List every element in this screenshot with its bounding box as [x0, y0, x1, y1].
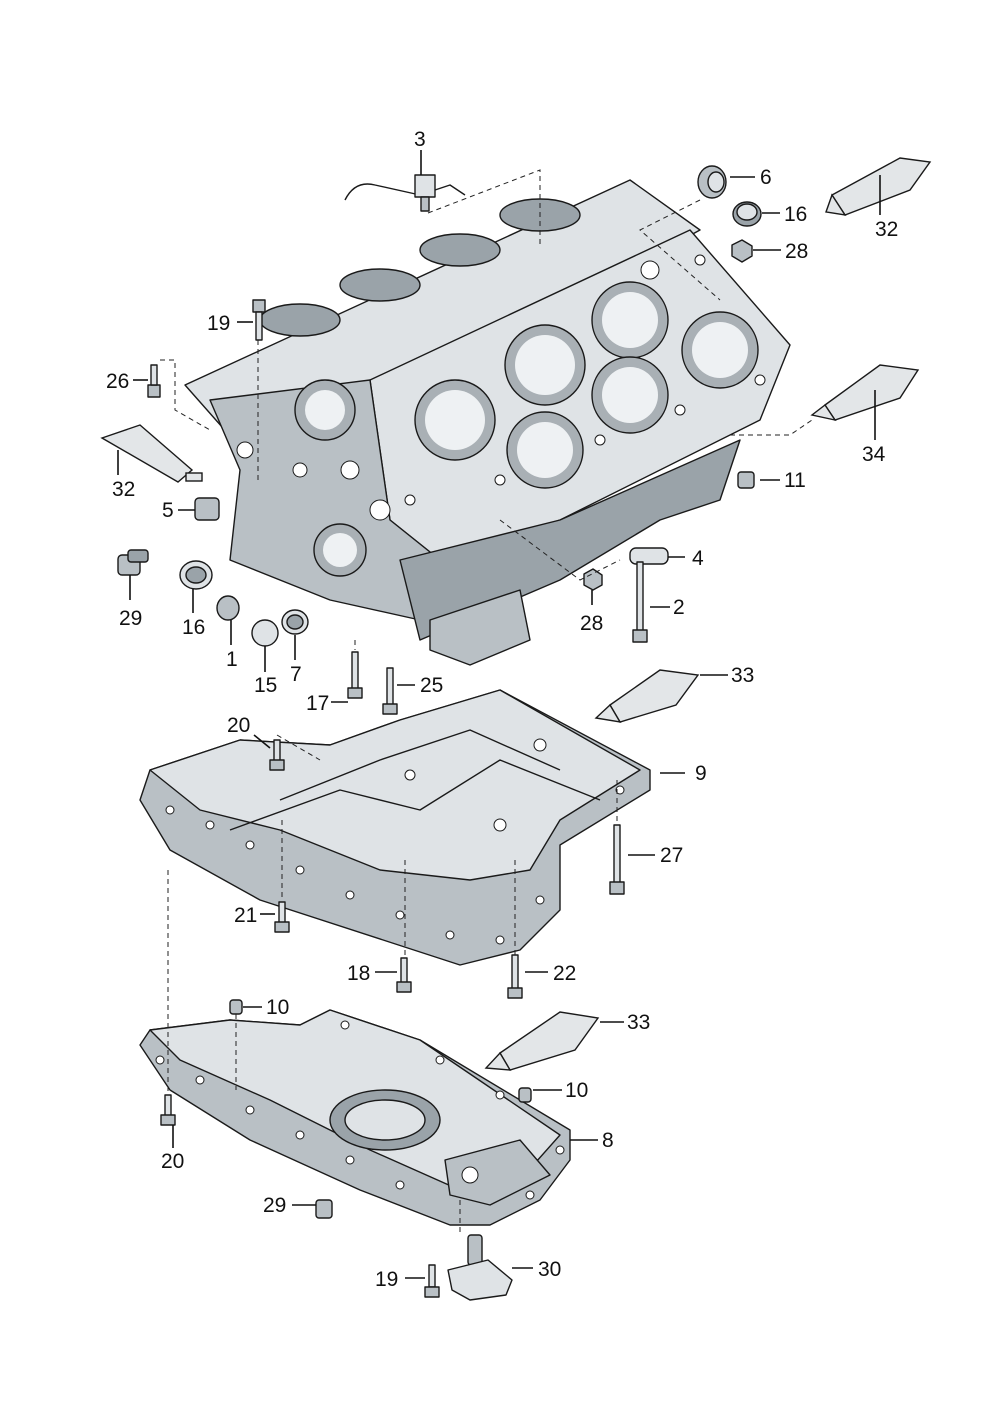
callout-22: 22	[553, 962, 576, 985]
callout-28: 28	[580, 612, 603, 635]
callout-21: 21	[234, 904, 257, 927]
callout-19: 19	[375, 1268, 398, 1291]
callout-2: 2	[673, 596, 685, 619]
callout-32: 32	[875, 218, 898, 241]
callout-32: 32	[112, 478, 135, 501]
callout-16: 16	[182, 616, 205, 639]
callout-25: 25	[420, 674, 443, 697]
callout-17: 17	[306, 692, 329, 715]
engine-block	[184, 179, 791, 666]
callout-33: 33	[731, 664, 754, 687]
lower-oil-pan	[139, 1009, 571, 1226]
callout-1: 1	[226, 648, 238, 671]
callout-29: 29	[119, 607, 142, 630]
sealant-tubes	[100, 157, 932, 1071]
callout-10: 10	[266, 996, 289, 1019]
callout-9: 9	[695, 762, 707, 785]
leader-lines	[117, 150, 881, 1279]
callout-3: 3	[414, 128, 426, 151]
callout-18: 18	[347, 962, 370, 985]
callout-6: 6	[760, 166, 772, 189]
callout-16: 16	[784, 203, 807, 226]
callout-26: 26	[106, 370, 129, 393]
callout-19: 19	[207, 312, 230, 335]
callout-4: 4	[692, 547, 704, 570]
callout-34: 34	[862, 443, 886, 466]
callout-20: 20	[227, 714, 250, 737]
callout-15: 15	[254, 674, 277, 697]
callout-30: 30	[538, 1258, 561, 1281]
callout-28: 28	[785, 240, 808, 263]
upper-oil-pan	[139, 689, 651, 966]
callout-11: 11	[784, 469, 806, 492]
callout-5: 5	[162, 499, 174, 522]
assembly-lines	[160, 169, 813, 1235]
callout-10: 10	[565, 1079, 588, 1102]
callout-33: 33	[627, 1011, 650, 1034]
callout-8: 8	[602, 1129, 614, 1152]
callout-20: 20	[161, 1150, 184, 1173]
callout-29: 29	[263, 1194, 286, 1217]
small-parts	[117, 165, 762, 1301]
cylinder-bores	[414, 281, 759, 489]
callout-27: 27	[660, 844, 683, 867]
callout-labels: 3 6 16 28 32 19 26 32 34 11 5 4 29 16 2 …	[106, 128, 898, 1291]
callout-7: 7	[290, 663, 302, 686]
